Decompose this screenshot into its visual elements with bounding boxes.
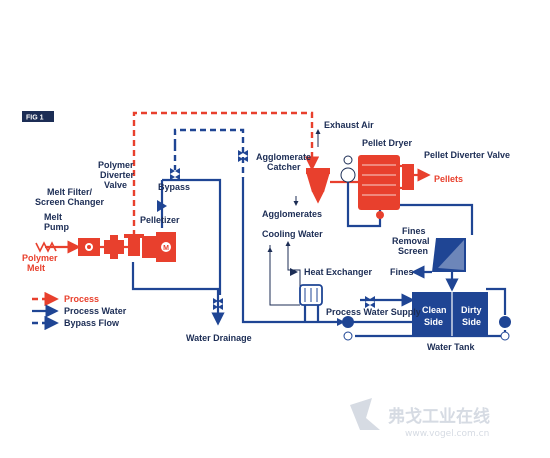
legend-process-water-label: Process Water	[64, 306, 127, 316]
valves	[157, 150, 375, 326]
fines-removal-screen	[432, 238, 466, 272]
label-fines: Fines	[390, 267, 414, 277]
bypass-flow-dashed	[173, 128, 245, 178]
label-fines-removal-1: Fines	[402, 226, 426, 236]
label-fines-removal-2: Removal	[392, 236, 430, 246]
legend-process-label: Process	[64, 294, 99, 304]
legend-process: Process	[32, 291, 99, 307]
polymer-diverter-valve	[124, 234, 144, 256]
label-clean-side-1: Clean	[422, 305, 447, 315]
label-polymer-diverter-3: Valve	[104, 180, 127, 190]
label-water-tank: Water Tank	[427, 342, 476, 352]
water-tank	[412, 292, 488, 336]
label-process-water-supply: Process Water Supply	[326, 307, 421, 317]
label-fines-removal-3: Screen	[398, 246, 428, 256]
label-polymer-melt-1: Polymer	[22, 253, 58, 263]
label-polymer-diverter-1: Polymer	[98, 160, 134, 170]
label-bypass: Bypass	[158, 182, 190, 192]
pellet-diverter-valve	[402, 164, 414, 190]
label-dirty-side-2: Side	[462, 317, 481, 327]
label-melt-pump-2: Pump	[44, 222, 70, 232]
watermark-text: 弗戈工业在线	[388, 406, 490, 427]
legend-process-water: Process Water	[32, 304, 127, 318]
label-polymer-diverter-2: Diverter	[100, 170, 135, 180]
watermark-logo	[350, 398, 380, 430]
label-melt-filter-2: Screen Changer	[35, 197, 105, 207]
label-water-drainage: Water Drainage	[186, 333, 252, 343]
melt-pump	[78, 238, 100, 256]
label-melt-pump-1: Melt	[44, 212, 62, 222]
watermark-url: www.vogel.com.cn	[405, 429, 489, 439]
melt-feed-screw	[35, 241, 57, 253]
pelletizer: M	[142, 232, 176, 262]
pellet-dryer	[358, 155, 400, 219]
label-agglomerate-catcher-1: Agglomerate	[256, 152, 311, 162]
label-exhaust-air: Exhaust Air	[324, 120, 374, 130]
legend: Process Process Water Bypass Flow	[32, 291, 127, 331]
label-agglomerates: Agglomerates	[262, 209, 322, 219]
figure-tag: FIG 1	[22, 111, 54, 122]
label-agglomerate-catcher-2: Catcher	[267, 162, 301, 172]
polymer-bypass-dashed	[132, 111, 320, 236]
labels: Polymer Melt Melt Pump Melt Filter/ Scre…	[22, 120, 510, 352]
dryer-blower	[340, 155, 356, 183]
label-polymer-melt-2: Melt	[27, 263, 45, 273]
pelletizer-motor-symbol: M	[163, 245, 169, 252]
label-pellet-dryer: Pellet Dryer	[362, 138, 413, 148]
heat-exchanger	[299, 284, 323, 306]
agglomerate-catcher	[306, 168, 330, 192]
label-cooling-water: Cooling Water	[262, 229, 323, 239]
label-heat-exchanger: Heat Exchanger	[304, 267, 373, 277]
label-pellets: Pellets	[434, 174, 463, 184]
figure-tag-text: FIG 1	[26, 115, 44, 122]
label-pelletizer: Pelletizer	[140, 215, 180, 225]
legend-bypass-flow-label: Bypass Flow	[64, 318, 120, 328]
legend-bypass-flow: Bypass Flow	[32, 315, 120, 331]
label-dirty-side-1: Dirty	[461, 305, 482, 315]
melt-filter-screen-changer	[104, 235, 124, 259]
watermark: 弗戈工业在线 www.vogel.com.cn	[350, 398, 490, 439]
pump-motors	[342, 316, 511, 341]
label-clean-side-2: Side	[424, 317, 443, 327]
label-melt-filter-1: Melt Filter/	[47, 187, 93, 197]
label-pellet-diverter-valve: Pellet Diverter Valve	[424, 150, 510, 160]
